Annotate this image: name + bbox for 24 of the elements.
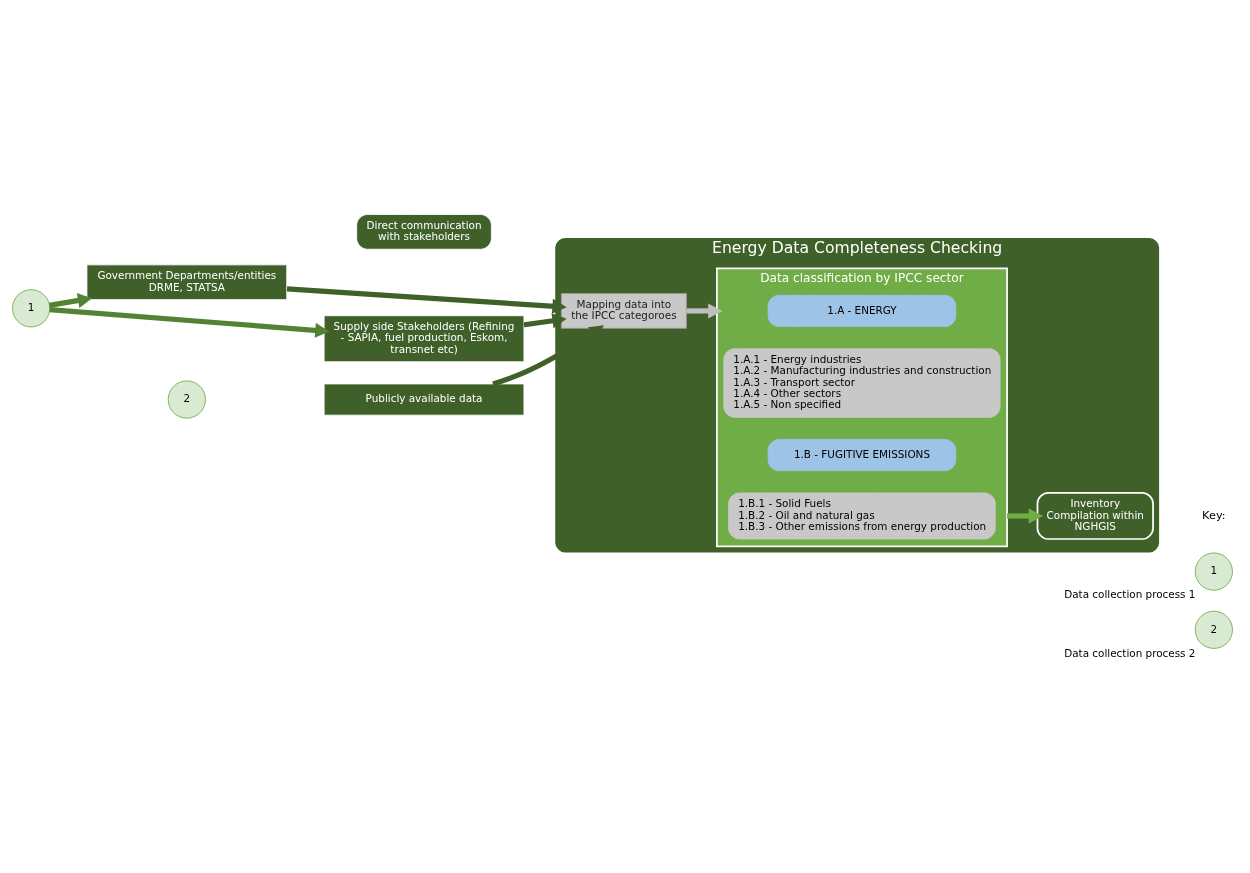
arrow bbox=[492, 324, 604, 386]
arrow bbox=[286, 285, 567, 314]
node-box: Direct communication with stakeholders bbox=[356, 213, 492, 250]
arrow bbox=[1007, 507, 1043, 523]
arrow bbox=[49, 306, 330, 338]
node-box: 1.B - FUGITIVE EMISSIONS bbox=[767, 438, 957, 471]
node-circle: 2 bbox=[167, 380, 206, 419]
arrow bbox=[686, 302, 723, 318]
label: Key: bbox=[1202, 508, 1226, 522]
node-box: Supply side Stakeholders (Refining - SAPIA, fuel production, Eskom, transnet etc) bbox=[323, 314, 525, 362]
node-box: 1.B.1 - Solid Fuels 1.B.2 - Oil and natural gas 1.B.3 - Other emissions from energy production bbox=[728, 492, 996, 539]
node-box: Publicly available data bbox=[323, 382, 525, 416]
node-label: Data collection process 2 bbox=[1064, 646, 1196, 659]
arrow bbox=[48, 292, 93, 308]
node-box: 1.A - ENERGY bbox=[767, 294, 957, 327]
node-box: Government Departments/entities DRME, STATSA bbox=[86, 263, 288, 300]
node-label: Data collection process 1 bbox=[1064, 587, 1196, 600]
node-circle: 1 bbox=[1194, 552, 1233, 591]
node-box: Inventory Compilation within NGHGIS bbox=[1036, 491, 1154, 540]
node-box: Mapping data into the IPCC categoroes bbox=[560, 292, 687, 329]
node-box: 1.A.1 - Energy industries 1.A.2 - Manufacturing industries and construction 1.A.3 - Transport sector 1.A.4 - Other sectors 1.A.5 - Non specified bbox=[723, 347, 1001, 418]
arrow bbox=[523, 312, 567, 328]
node-circle: 2 bbox=[1194, 610, 1233, 649]
node-circle: 1 bbox=[12, 288, 51, 327]
